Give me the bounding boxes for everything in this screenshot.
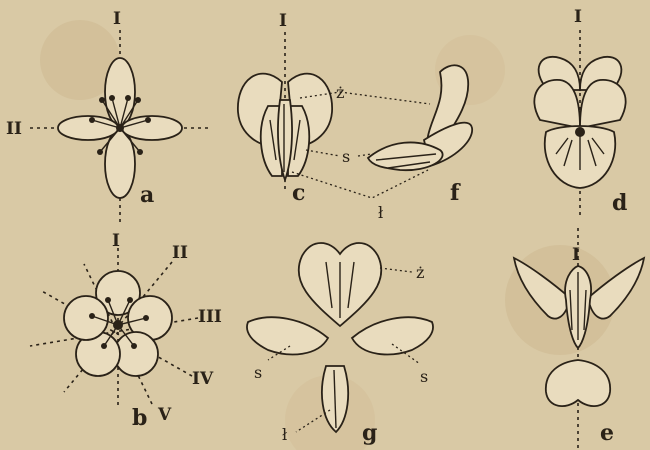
- leader-l-upper: [292, 170, 428, 198]
- figure-a-petal-left: [58, 116, 118, 140]
- figure-b: I II III IV V b: [30, 231, 222, 431]
- figure-c-letter: c: [292, 180, 305, 206]
- figure-c-axis-I-label: I: [279, 11, 287, 31]
- label-s-lower-left: s: [254, 363, 262, 382]
- figure-d-letter: d: [612, 190, 627, 216]
- figure-e-letter: e: [600, 420, 614, 446]
- label-s-lower-right: s: [420, 367, 428, 386]
- figure-f-letter: f: [450, 180, 461, 206]
- label-l-upper: ł: [378, 203, 383, 222]
- figure-g-letter: g: [362, 420, 377, 446]
- figure-c: I c: [238, 11, 332, 206]
- figure-g-wing-left: [247, 317, 328, 354]
- figure-b-axis-V-label: V: [157, 405, 172, 425]
- figure-a-axis-II-label: II: [6, 119, 22, 139]
- figure-b-axis-IV-label: IV: [192, 369, 214, 389]
- figure-f: f: [368, 65, 472, 206]
- figure-b-axis-III-label: III: [198, 307, 222, 327]
- figure-b-axis-I-label: I: [112, 231, 120, 251]
- figure-b-letter: b: [132, 405, 147, 431]
- label-l-lower: ł: [282, 425, 287, 444]
- figure-e-axis-I-label: I: [572, 245, 580, 265]
- label-z-lower: ż: [416, 263, 424, 282]
- figure-b-axis-II-label: II: [172, 243, 188, 263]
- leader-z-lower: [380, 268, 412, 272]
- label-s-upper: s: [342, 147, 350, 166]
- figure-d-axis-I-label: I: [574, 7, 582, 27]
- figure-a-axis-I-label: I: [113, 9, 121, 29]
- figure-d: I d: [534, 7, 627, 216]
- figure-a-petal-right: [122, 116, 182, 140]
- figure-a-letter: a: [140, 182, 154, 208]
- figure-g-wing-right: [352, 317, 433, 354]
- figure-a-petal-top: [105, 58, 135, 126]
- label-z-upper: ż: [336, 83, 344, 102]
- figure-g: ż s s ł g: [247, 243, 433, 446]
- figure-e-lip: [546, 360, 610, 406]
